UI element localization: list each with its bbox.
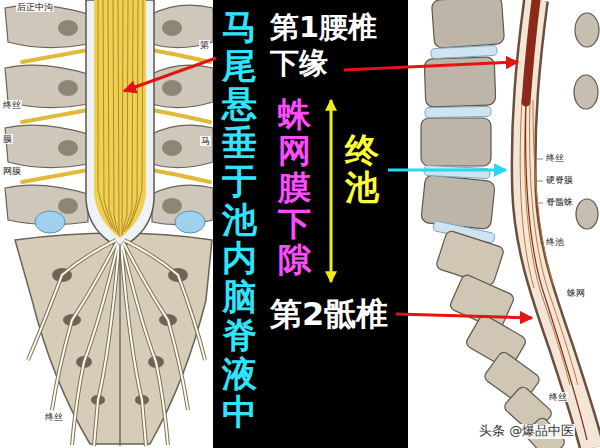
vertebral-body	[421, 118, 491, 166]
part-label: 终丝	[548, 392, 568, 402]
strand	[113, 0, 118, 234]
sagittal-cauda	[520, 100, 578, 385]
part-label: 后正中沟	[16, 2, 54, 12]
part-label: 膜	[2, 134, 13, 144]
vertical-cistern-label: 终池	[345, 132, 379, 207]
sacral-nerve	[123, 242, 188, 410]
subarachnoid-space	[524, 0, 592, 448]
vertebral-body	[431, 0, 504, 48]
strand	[108, 0, 116, 232]
pedicle	[58, 198, 78, 214]
spinous-process	[576, 199, 598, 229]
strand	[118, 0, 119, 236]
red-arrow	[124, 58, 216, 91]
vertebral-body	[424, 57, 496, 107]
vertebral-bodies	[421, 0, 505, 230]
pedicle	[162, 80, 182, 96]
disc	[424, 165, 490, 178]
strand	[122, 0, 123, 236]
sacral-nerve	[94, 246, 119, 446]
part-label: 脊髓蛛	[545, 197, 574, 207]
leader-line	[537, 181, 543, 182]
left-ground	[0, 0, 213, 448]
strand	[124, 0, 133, 232]
watermark: 头条 @爆品中医	[478, 424, 575, 439]
strand	[126, 0, 138, 230]
intervertebral-discs	[424, 45, 497, 243]
cauda-equina	[94, 0, 146, 238]
spinous-process	[574, 75, 598, 109]
spinal-cord	[526, 0, 536, 102]
nerve-root	[22, 110, 88, 122]
filum-terminale	[526, 102, 587, 440]
right-ground	[408, 0, 600, 448]
part-label: 终池	[545, 237, 565, 247]
sacral-nerves	[28, 240, 205, 446]
pedicle	[58, 20, 78, 36]
sacral-nerve	[72, 244, 118, 445]
pedicle	[58, 140, 78, 156]
part-label: 网膜	[2, 166, 22, 176]
strand	[530, 100, 578, 385]
leader-line	[538, 203, 543, 204]
vertical-space-label: 蛛网膜下隙	[278, 97, 311, 278]
sacral-nerve	[122, 244, 168, 445]
filum-terminale	[119, 246, 120, 446]
sacral-nerve	[52, 242, 117, 410]
nerve-root	[152, 170, 210, 182]
part-label: 马	[200, 136, 211, 146]
sacral-nerve-shadow	[28, 240, 205, 446]
blue-ganglion	[175, 211, 205, 233]
cauda-strands	[98, 0, 143, 236]
pedicle	[162, 140, 182, 156]
label-leaders	[537, 159, 543, 243]
lamina	[5, 125, 88, 167]
vertical-caption: 马尾悬垂于池内脑脊液中	[222, 8, 257, 432]
nerve-root	[22, 50, 88, 62]
red-arrow	[396, 314, 532, 318]
disc	[431, 45, 497, 58]
part-label: 终丝	[545, 153, 565, 163]
blue-ganglion	[35, 211, 65, 233]
nerve-root	[22, 170, 88, 182]
leader-line	[537, 159, 543, 160]
nerve-root	[152, 50, 210, 62]
sacral-nerve	[123, 242, 188, 410]
part-label: 终丝	[2, 100, 22, 110]
part-label: 硬脊膜	[545, 175, 574, 185]
sacrum	[15, 233, 212, 444]
vertebral-body	[421, 174, 496, 229]
pedicle	[162, 20, 182, 36]
caption-panel: 马尾悬垂于池内脑脊液中第1腰椎 下缘蛛网膜下隙 终池第2骶椎	[213, 0, 408, 448]
lamina	[152, 125, 213, 167]
part-label: 蛛网	[566, 288, 586, 298]
dura-mater	[524, 0, 592, 448]
leader-line	[540, 243, 543, 244]
sacral-nerve	[121, 246, 146, 446]
strand	[98, 0, 112, 228]
sacral-nerve	[52, 242, 117, 410]
pedicle	[58, 80, 78, 96]
pedicle	[162, 198, 182, 214]
strand	[128, 0, 143, 228]
strand	[533, 100, 554, 286]
sacral-nerve	[72, 244, 118, 445]
spinous-process	[575, 13, 599, 47]
nerve-root	[152, 110, 210, 122]
lamina	[152, 65, 213, 107]
part-label: 终丝	[44, 412, 64, 422]
dural-sac	[86, 0, 154, 248]
level-label: 第2骶椎	[270, 294, 388, 334]
spinous-processes	[574, 13, 599, 229]
part-label: 第	[199, 40, 210, 50]
level-label: 第1腰椎 下缘	[270, 10, 408, 82]
sacral-nerve	[122, 244, 168, 445]
strand	[525, 100, 570, 385]
strand	[122, 0, 128, 234]
disc	[425, 106, 491, 117]
